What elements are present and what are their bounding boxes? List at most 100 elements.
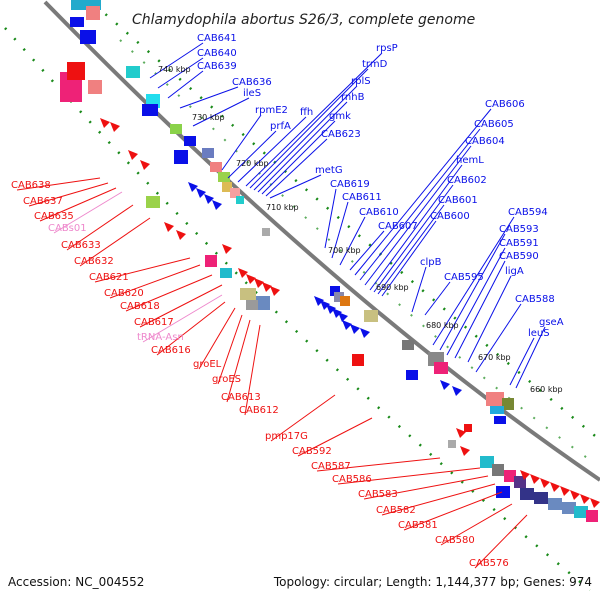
gene-feature-block bbox=[492, 464, 504, 476]
gene-label: clpB bbox=[420, 257, 442, 268]
gene-label: CAB602 bbox=[447, 175, 487, 186]
label-connector bbox=[403, 491, 503, 531]
gene-label: CAB641 bbox=[197, 33, 237, 44]
gene-arrow bbox=[332, 308, 342, 318]
gene-arrow bbox=[350, 324, 360, 334]
label-connector bbox=[221, 114, 262, 171]
gene-arrow bbox=[560, 486, 570, 496]
gene-arrow bbox=[338, 312, 348, 322]
gene-label: metG bbox=[315, 165, 343, 176]
label-connector bbox=[354, 108, 492, 276]
gene-label: CAB639 bbox=[197, 61, 237, 72]
label-connector bbox=[439, 233, 506, 351]
gene-label: CAB623 bbox=[321, 129, 361, 140]
gene-label: rnhB bbox=[341, 92, 365, 103]
gene-label: trmD bbox=[362, 59, 388, 70]
gene-arrow bbox=[460, 446, 470, 456]
label-connector bbox=[377, 204, 445, 295]
gene-feature-block bbox=[548, 498, 562, 510]
label-connector bbox=[265, 138, 328, 197]
gene-label: rpsP bbox=[376, 43, 398, 54]
label-connector bbox=[139, 284, 223, 328]
gene-feature-block bbox=[434, 362, 448, 374]
gene-label: prfA bbox=[270, 121, 291, 132]
tick-label: 740 kbp bbox=[158, 65, 191, 74]
gene-feature-block bbox=[496, 486, 510, 498]
gene-label: groES bbox=[212, 374, 241, 385]
label-connector bbox=[125, 274, 213, 312]
gene-arrow bbox=[222, 244, 232, 254]
gene-feature-block bbox=[486, 392, 504, 406]
gene-arrow bbox=[164, 222, 174, 232]
gene-arrow bbox=[590, 498, 600, 508]
label-connector bbox=[475, 303, 522, 373]
label-connector bbox=[142, 294, 223, 343]
gene-feature-block bbox=[562, 502, 576, 514]
tick-label: 680 kbp bbox=[426, 321, 459, 330]
gene-arrow bbox=[128, 150, 138, 160]
gene-feature-block bbox=[402, 340, 414, 350]
gene-feature-block bbox=[174, 150, 188, 164]
label-connector bbox=[109, 264, 201, 299]
gene-feature-block bbox=[86, 6, 100, 20]
gene-arrow bbox=[540, 478, 550, 488]
gene-label: CAB638 bbox=[11, 180, 51, 191]
gene-label: CAB580 bbox=[435, 535, 475, 546]
gene-feature-block bbox=[230, 188, 240, 198]
label-connector bbox=[94, 257, 191, 283]
gene-features bbox=[60, 0, 600, 522]
label-connector bbox=[297, 417, 373, 457]
gene-label: CAB636 bbox=[232, 77, 272, 88]
gene-feature-block bbox=[448, 440, 456, 448]
gene-label: CAB619 bbox=[330, 179, 370, 190]
label-connector bbox=[411, 266, 427, 313]
gene-label: CAB617 bbox=[134, 317, 174, 328]
label-connector bbox=[446, 247, 506, 356]
label-connector bbox=[369, 164, 463, 291]
gene-label: CAB587 bbox=[311, 461, 351, 472]
gene-feature-block bbox=[464, 424, 472, 432]
label-connector bbox=[337, 467, 481, 485]
gene-arrow bbox=[520, 470, 530, 480]
gene-label: CAB583 bbox=[358, 489, 398, 500]
gene-label: groEL bbox=[193, 359, 222, 370]
genome-backbone bbox=[43, 0, 600, 482]
label-connector bbox=[324, 188, 337, 249]
gene-feature-block bbox=[246, 300, 258, 310]
gene-label: CAB588 bbox=[515, 294, 555, 305]
gene-label: CAB586 bbox=[332, 474, 372, 485]
gene-feature-block bbox=[256, 296, 270, 310]
label-connector bbox=[198, 307, 236, 370]
gene-feature-block bbox=[70, 17, 84, 27]
mid-dotted-ring bbox=[119, 39, 591, 461]
label-connector bbox=[167, 70, 204, 99]
label-connector bbox=[179, 86, 239, 109]
gene-feature-block bbox=[586, 510, 598, 522]
gene-label: CAB605 bbox=[474, 119, 514, 130]
label-connector bbox=[261, 120, 336, 195]
gene-arrow bbox=[140, 160, 150, 170]
tick-label: 700 kbp bbox=[328, 246, 361, 255]
gene-label: CAB612 bbox=[239, 405, 279, 416]
gene-feature-block bbox=[520, 488, 534, 500]
gene-label: CAB640 bbox=[197, 48, 237, 59]
gene-feature-block bbox=[502, 398, 514, 410]
gene-label: ileS bbox=[243, 88, 261, 99]
gene-label: CAB600 bbox=[430, 211, 470, 222]
gene-label: gmk bbox=[329, 111, 351, 122]
gene-feature-block bbox=[170, 124, 182, 134]
gene-feature-block bbox=[142, 104, 158, 116]
gene-arrow bbox=[326, 304, 336, 314]
gene-label: CAB594 bbox=[508, 207, 548, 218]
label-connector bbox=[227, 130, 277, 179]
label-connector bbox=[269, 174, 322, 199]
label-connector bbox=[331, 201, 349, 259]
label-connector bbox=[364, 145, 472, 286]
gene-arrow bbox=[452, 386, 462, 396]
label-connector bbox=[381, 220, 437, 297]
gene-feature-block bbox=[494, 416, 506, 424]
tick-label: 670 kbp bbox=[478, 353, 511, 362]
gene-arrow bbox=[246, 274, 256, 284]
gene-label: CABs01 bbox=[48, 223, 87, 234]
